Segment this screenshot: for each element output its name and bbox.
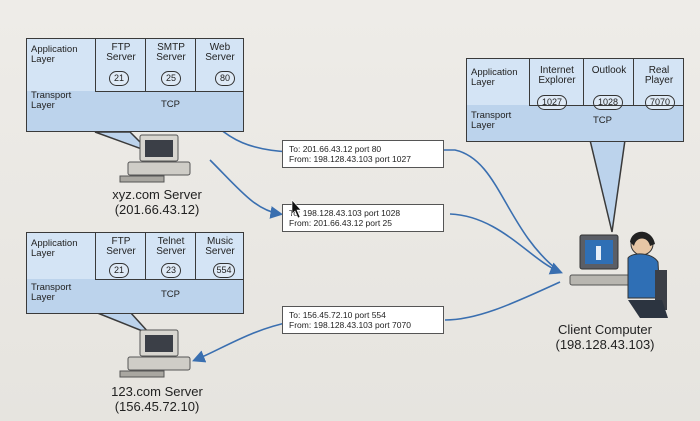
server2-transport-layer-label: Transport Layer bbox=[31, 282, 72, 303]
message-box: To: 198.128.43.103 port 1028 From: 201.6… bbox=[282, 204, 444, 232]
message-from: From: 201.66.43.12 port 25 bbox=[289, 218, 393, 228]
server1-service-ftp: FTP Server bbox=[95, 39, 146, 91]
port-badge: 80 bbox=[215, 71, 235, 86]
server1-service-web: Web Server bbox=[195, 39, 244, 91]
service-label: Music Server bbox=[205, 236, 235, 257]
port-badge: 25 bbox=[161, 71, 181, 86]
server1-computer-icon bbox=[119, 134, 191, 183]
server1-tcp-label: TCP bbox=[161, 99, 180, 110]
layer-divider bbox=[529, 105, 683, 106]
port-badge: 21 bbox=[109, 71, 129, 86]
server1-app-layer-label: Application Layer bbox=[31, 44, 78, 65]
port-badge: 1028 bbox=[593, 95, 623, 110]
arrow-msg2-to-client bbox=[449, 213, 563, 275]
server2-layer-panel: Application Layer Transport Layer FTP Se… bbox=[26, 232, 244, 314]
service-label: SMTP Server bbox=[156, 42, 186, 63]
client-service-ie: Internet Explorer bbox=[529, 59, 584, 105]
client-ip: (198.128.43.103) bbox=[555, 337, 655, 352]
port-badge: 23 bbox=[161, 263, 181, 278]
port-badge: 554 bbox=[213, 263, 235, 278]
client-caption: Client Computer (198.128.43.103) bbox=[540, 322, 670, 352]
arrow-xyz-to-msg2 bbox=[209, 159, 284, 219]
server1-transport-layer-label: Transport Layer bbox=[31, 90, 72, 111]
service-label: Web Server bbox=[205, 42, 235, 63]
server2-service-ftp: FTP Server bbox=[95, 233, 146, 279]
arrow-client-to-msg3 bbox=[444, 281, 561, 321]
client-tcp-label: TCP bbox=[593, 115, 612, 126]
layer-divider bbox=[95, 91, 243, 92]
server2-app-layer-label: Application Layer bbox=[31, 238, 78, 259]
message-box: To: 156.45.72.10 port 554 From: 198.128.… bbox=[282, 306, 444, 334]
message-from: From: 198.128.43.103 port 1027 bbox=[289, 154, 411, 164]
port-badge: 7070 bbox=[645, 95, 675, 110]
arrow-client-to-msg1 bbox=[440, 149, 561, 273]
server2-name: 123.com Server bbox=[111, 384, 203, 399]
client-name: Client Computer bbox=[558, 322, 652, 337]
server1-service-smtp: SMTP Server bbox=[145, 39, 196, 91]
message-to: To: 201.66.43.12 port 80 bbox=[289, 144, 382, 154]
server1-caption: xyz.com Server (201.66.43.12) bbox=[92, 187, 222, 217]
client-layer-panel: Application Layer Transport Layer Intern… bbox=[466, 58, 684, 142]
message-box: To: 201.66.43.12 port 80 From: 198.128.4… bbox=[282, 140, 444, 168]
server2-computer-icon bbox=[119, 329, 191, 378]
server2-app-layer-bg bbox=[27, 233, 243, 279]
port-badge: 1027 bbox=[537, 95, 567, 110]
client-user-icon bbox=[569, 231, 668, 318]
client-app-layer-label: Application Layer bbox=[471, 67, 518, 88]
server2-ip: (156.45.72.10) bbox=[114, 399, 200, 414]
port-badge: 21 bbox=[109, 263, 129, 278]
server1-name: xyz.com Server bbox=[112, 187, 202, 202]
server2-tcp-label: TCP bbox=[161, 289, 180, 300]
server1-app-layer-bg bbox=[27, 39, 243, 91]
client-transport-layer-label: Transport Layer bbox=[471, 110, 512, 131]
service-label: Outlook bbox=[591, 65, 627, 76]
client-service-outlook: Outlook bbox=[583, 59, 634, 105]
message-to: To: 156.45.72.10 port 554 bbox=[289, 310, 386, 320]
server2-caption: 123.com Server (156.45.72.10) bbox=[92, 384, 222, 414]
client-callout-tail bbox=[589, 139, 626, 233]
layer-divider bbox=[95, 279, 243, 280]
service-label: Internet Explorer bbox=[538, 65, 576, 86]
message-to: To: 198.128.43.103 port 1028 bbox=[289, 208, 401, 218]
service-label: Real Player bbox=[644, 65, 674, 86]
server1-layer-panel: Application Layer Transport Layer FTP Se… bbox=[26, 38, 244, 132]
server1-ip: (201.66.43.12) bbox=[114, 202, 200, 217]
server2-service-telnet: Telnet Server bbox=[145, 233, 196, 279]
service-label: FTP Server bbox=[106, 236, 136, 257]
service-label: FTP Server bbox=[106, 42, 136, 63]
server2-service-music: Music Server bbox=[195, 233, 244, 279]
service-label: Telnet Server bbox=[156, 236, 186, 257]
client-service-realplayer: Real Player bbox=[633, 59, 684, 105]
message-from: From: 198.128.43.103 port 7070 bbox=[289, 320, 411, 330]
arrow-msg3-to-123 bbox=[192, 321, 291, 363]
